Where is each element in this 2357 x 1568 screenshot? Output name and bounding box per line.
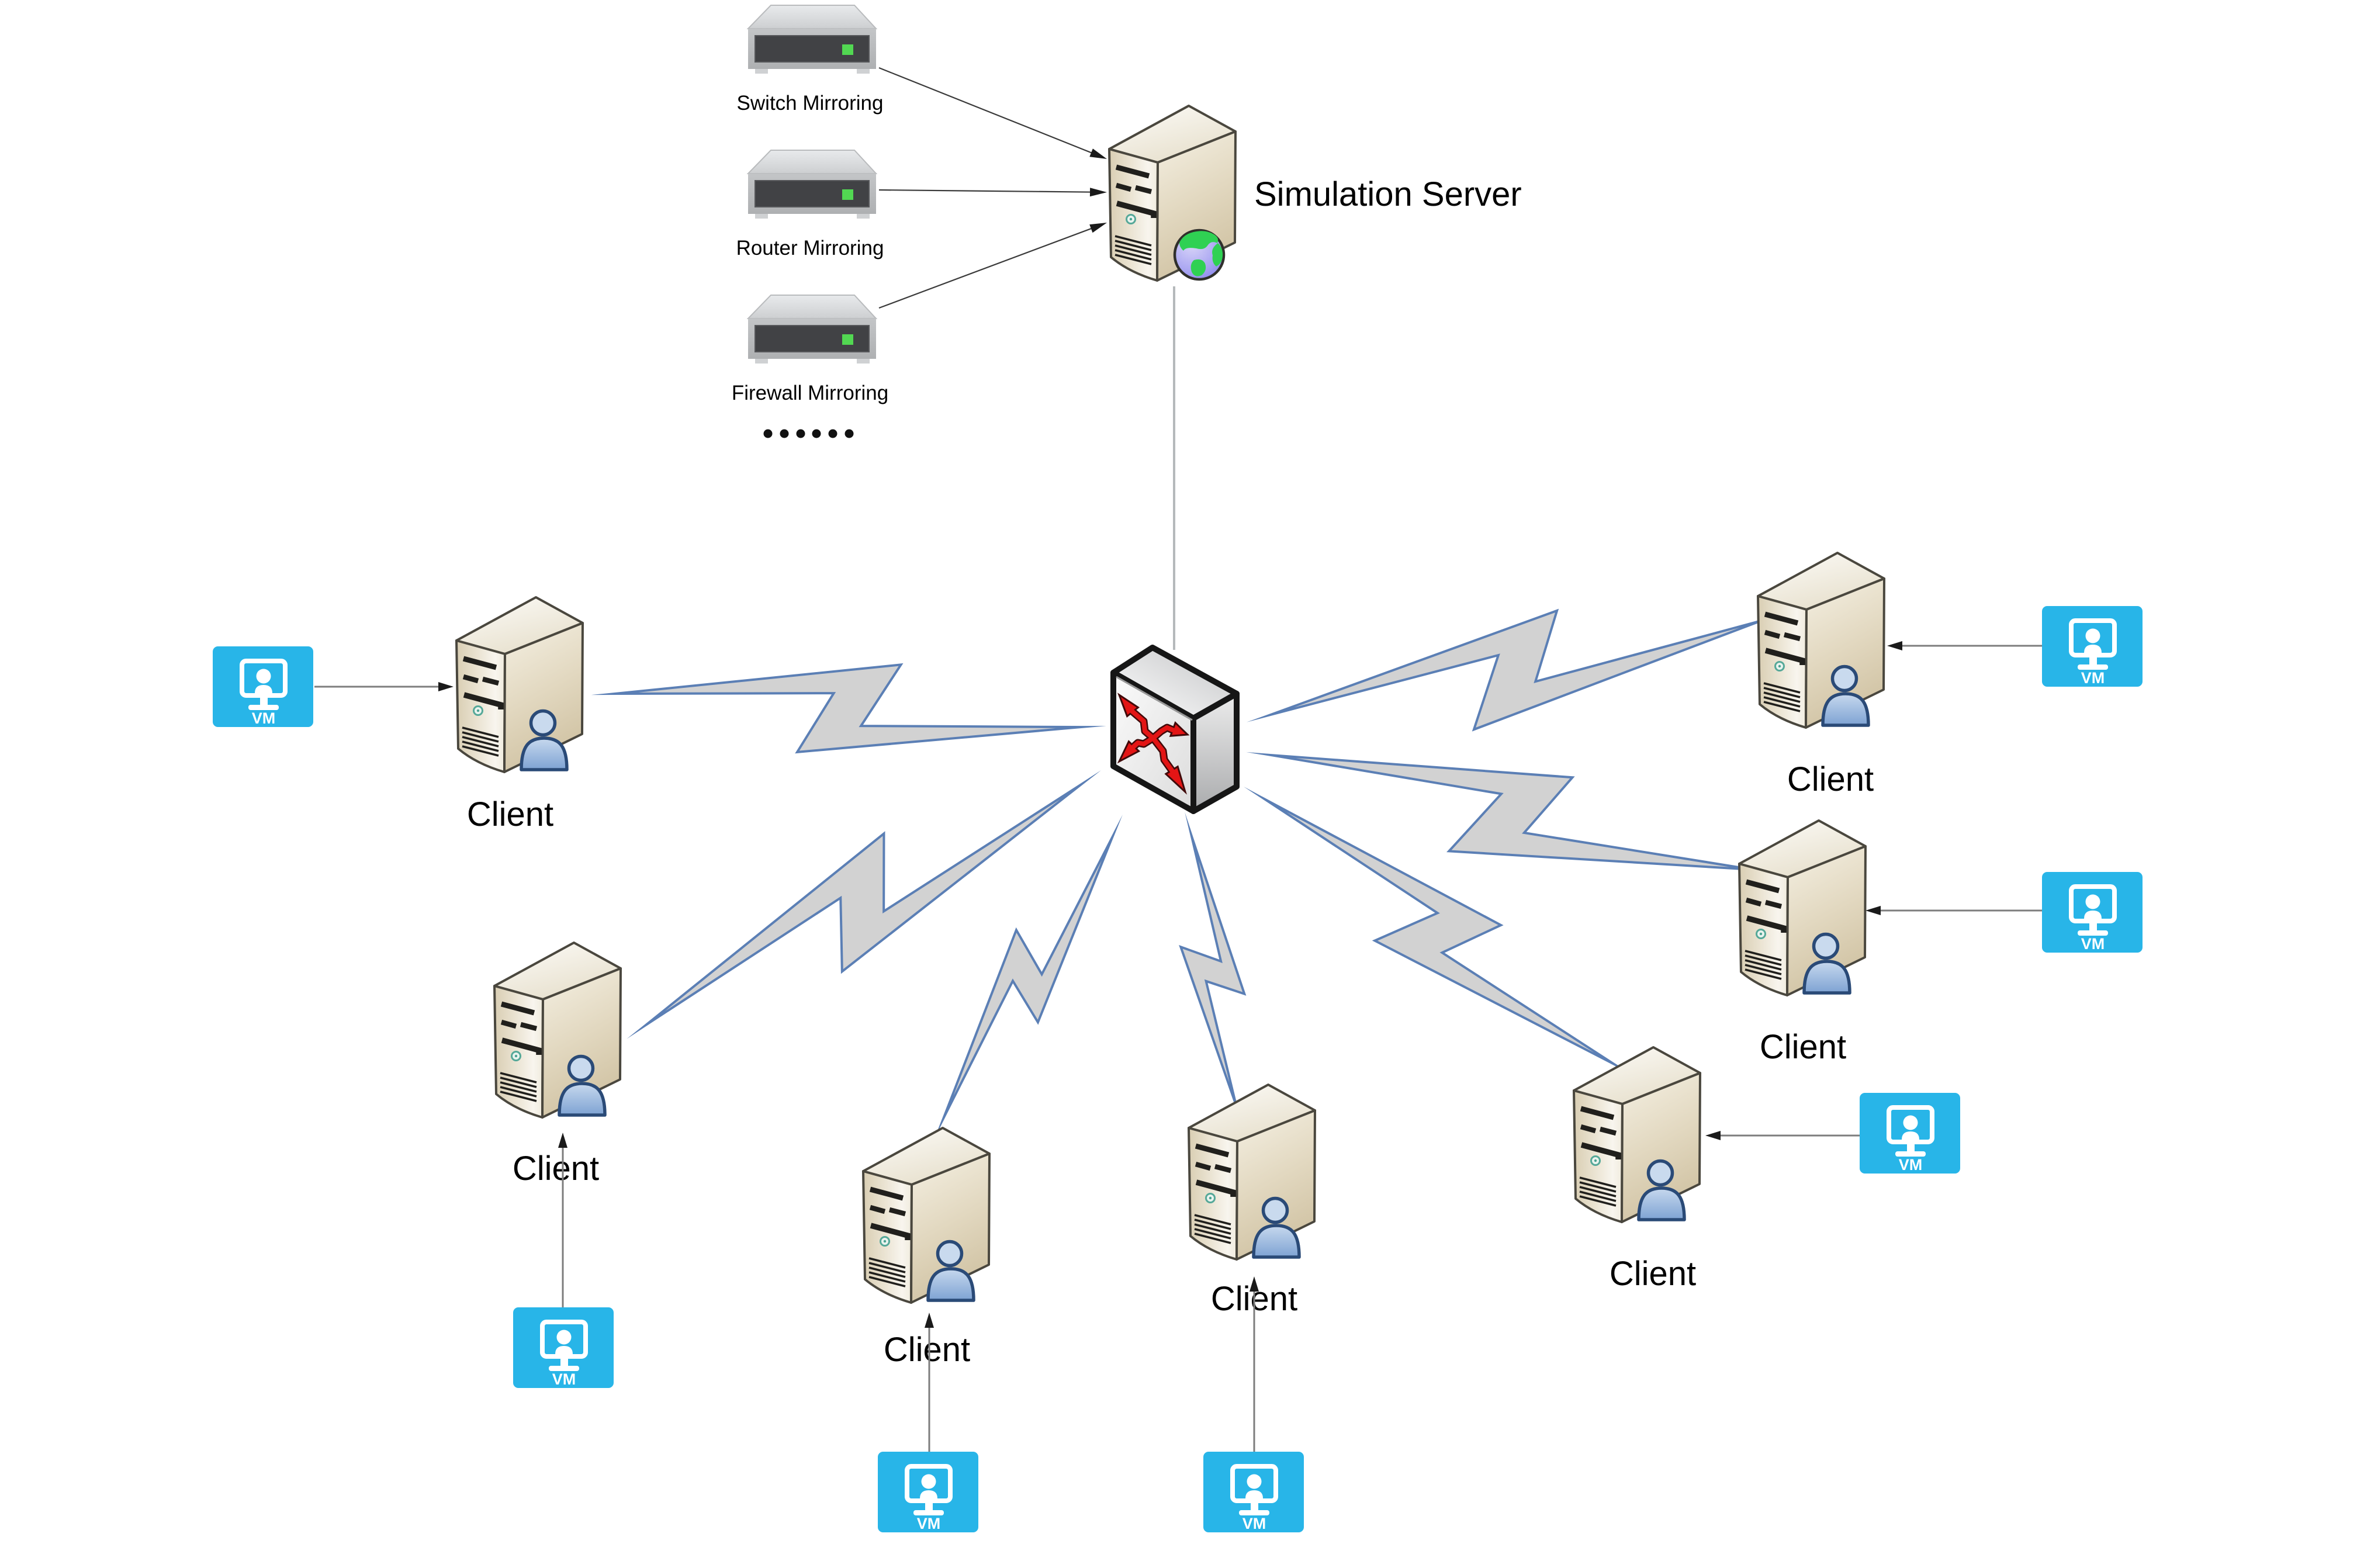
svg-text:Client: Client bbox=[1760, 1028, 1846, 1066]
svg-text:Client: Client bbox=[467, 795, 553, 833]
svg-text:Client: Client bbox=[513, 1150, 599, 1188]
svg-text:Router Mirroring: Router Mirroring bbox=[736, 237, 884, 259]
svg-text:Client: Client bbox=[1610, 1255, 1696, 1293]
svg-text:Switch Mirroring: Switch Mirroring bbox=[737, 92, 884, 115]
svg-text:Client: Client bbox=[884, 1331, 970, 1369]
svg-text:Client: Client bbox=[1787, 760, 1874, 798]
svg-text:Firewall Mirroring: Firewall Mirroring bbox=[732, 382, 888, 404]
svg-text:Simulation Server: Simulation Server bbox=[1254, 175, 1522, 213]
